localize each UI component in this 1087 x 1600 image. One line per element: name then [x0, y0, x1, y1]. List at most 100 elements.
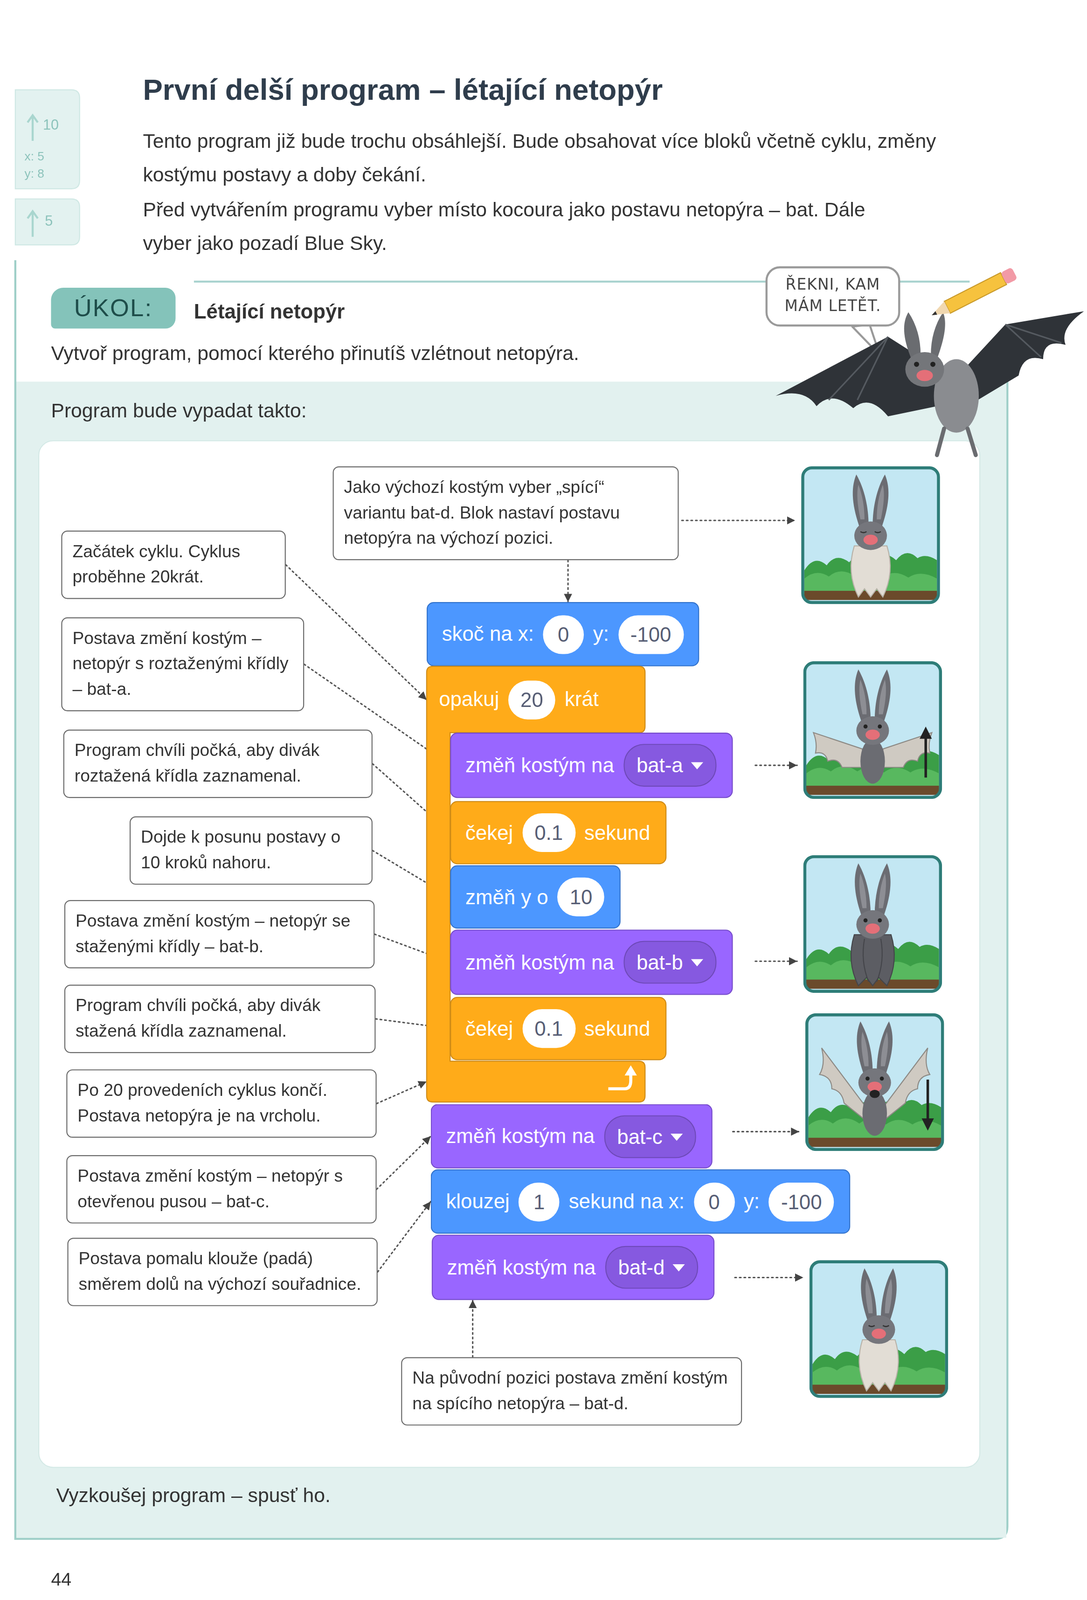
diagram-panel: [38, 440, 980, 1468]
label-text: 10: [42, 114, 59, 135]
node-text: Postava změní kostým – netopýr s otevřen…: [77, 1163, 366, 1214]
looks-block: změň kostým nabat-b: [450, 929, 733, 995]
annotation-box: Postava změní kostým – netopýr s otevřen…: [66, 1155, 377, 1224]
node-text: Postava změní kostým – netopýr s roztaže…: [72, 625, 293, 702]
decoration: [936, 428, 976, 456]
node-text: čekej: [465, 1016, 513, 1040]
decoration: [802, 467, 939, 603]
node-text: Jako výchozí kostým vyber „spící“ varian…: [344, 474, 668, 551]
label-text: Vytvoř program, pomocí kterého přinutíš …: [50, 339, 579, 368]
node-text: sekund na x:: [568, 1189, 685, 1213]
label-text: Létající netopýr: [193, 297, 346, 326]
callout-connector: [567, 560, 569, 603]
bat-illustration: [775, 311, 1084, 456]
decoration: [919, 726, 932, 739]
decoration: [967, 311, 1085, 400]
node-text: Postava pomalu klouže (padá) směrem dolů…: [78, 1246, 367, 1297]
input-value: 1: [518, 1182, 560, 1221]
annotation-box: Dojde k posunu postavy o 10 kroků nahoru…: [129, 816, 373, 886]
node-text: klouzej: [445, 1189, 510, 1213]
decoration: [804, 856, 941, 992]
label-text: y: 8: [24, 165, 45, 183]
input-value: 10: [557, 877, 605, 917]
input-value: 20: [508, 679, 556, 719]
decoration: [930, 311, 938, 317]
node-text: skoč na x:: [442, 622, 534, 646]
decoration: [916, 369, 933, 381]
costume-dropdown: bat-a: [623, 743, 717, 787]
costume-tile: [810, 1261, 947, 1397]
decoration: [926, 1079, 929, 1121]
looks-block: změň kostým na bat-c: [430, 1104, 713, 1169]
decoration: [734, 1276, 804, 1279]
costume-tile: [804, 662, 941, 798]
decoration: [858, 1268, 899, 1392]
node-text: změň kostým na: [445, 1124, 595, 1148]
node-text: změň kostým na: [465, 950, 615, 974]
motion-block: změň y o 10: [450, 865, 621, 929]
decoration: [904, 312, 921, 360]
looks-block: změň kostým na bat-a: [450, 732, 733, 798]
node-text: ÚKOL:: [74, 293, 153, 323]
costume-dropdown: bat-c: [603, 1114, 697, 1158]
node-text: Postava změní kostým – netopýr se stažen…: [75, 907, 364, 959]
node-text: Na původní pozici postava změní kostým n…: [412, 1365, 731, 1417]
node-text: Po 20 provedeních cyklus končí. Postava …: [77, 1077, 366, 1129]
motion-block: skoč na x: 0 y: -100: [426, 602, 700, 667]
input-value: 0: [543, 614, 585, 654]
node-text: y:: [593, 622, 610, 646]
callout-connector: [471, 1300, 474, 1358]
annotation-box: Po 20 provedeních cyklus končí. Postava …: [66, 1069, 377, 1138]
node-text: Program chvíli počká, aby divák roztažen…: [74, 737, 362, 789]
decoration: [944, 272, 1007, 314]
node-text: změň kostým na: [465, 753, 615, 777]
node-text: krát: [564, 687, 599, 712]
loop-block: opakuj20krátzměň kostým nabat-ačekej0.1s…: [426, 666, 645, 1102]
costume-dropdown: bat-d: [604, 1246, 699, 1289]
frame-line: [15, 260, 1008, 1539]
node-text: změň y o: [465, 885, 549, 909]
pencil: [928, 267, 1018, 322]
decoration: [851, 474, 891, 597]
faded-block: [15, 90, 80, 189]
decoration: [819, 1021, 930, 1136]
decoration: [733, 1130, 800, 1133]
decoration: [930, 312, 946, 360]
label-text: Před vytvářením programu vyber místo koc…: [142, 193, 919, 261]
node-text: sekund: [584, 820, 651, 845]
decoration: [755, 764, 798, 767]
decoration: [851, 863, 895, 986]
node-text: ŘEKNI, KAM MÁM LETĚT.: [775, 274, 890, 318]
costume-tile: [806, 1014, 943, 1150]
annotation-box: Na původní pozici postava změní kostým n…: [401, 1357, 742, 1426]
input-value: -100: [618, 614, 684, 654]
decoration: [924, 736, 927, 778]
label-text: x: 5: [24, 147, 45, 166]
loop-header: opakuj20krát: [426, 666, 611, 733]
callout-connector: [376, 1135, 431, 1190]
input-value: 0.1: [522, 1009, 575, 1048]
node-text: změň kostým na: [447, 1255, 596, 1280]
node-text: Program chvíli počká, aby divák stažená …: [75, 992, 365, 1044]
decoration: [810, 1261, 947, 1397]
decoration: [806, 1014, 943, 1150]
costume-tile: [804, 856, 941, 992]
costume-tile: [802, 467, 939, 603]
label-text: 5: [44, 210, 53, 231]
decoration: [1000, 267, 1018, 285]
annotation-box: Program chvíli počká, aby divák stažená …: [64, 984, 376, 1054]
decoration: [905, 352, 944, 387]
decoration: [755, 960, 798, 963]
node-text: čekej: [465, 820, 513, 845]
node-text: Dojde k posunu postavy o 10 kroků nahoru…: [140, 824, 362, 876]
looks-block: změň kostým na bat-d: [431, 1234, 715, 1301]
decoration: [928, 301, 951, 321]
node-text: sekund: [584, 1016, 651, 1040]
motion-block: klouzej1sekund na x:0y:-100: [430, 1169, 851, 1234]
annotation-box: Program chvíli počká, aby divák roztažen…: [63, 729, 373, 799]
annotation-box: Začátek cyklu. Cyklus proběhne 20krát.: [61, 530, 286, 600]
wait-block: čekej 0.1 sekund: [450, 996, 667, 1061]
faded-block: [15, 199, 80, 245]
